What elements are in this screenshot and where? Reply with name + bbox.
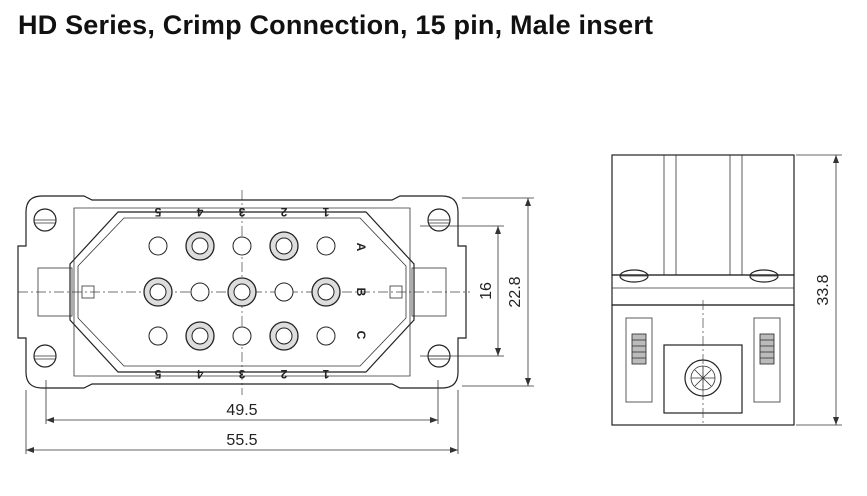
contact-pin — [232, 326, 252, 346]
row-label: B — [354, 288, 368, 297]
contact-pin — [148, 326, 168, 346]
column-label: 3 — [238, 205, 245, 219]
column-label: 4 — [196, 205, 203, 219]
dimension-vertical-inner: 16 — [478, 282, 495, 300]
screw-icon — [33, 208, 57, 232]
contact-pin — [274, 282, 294, 302]
screw-icon — [749, 269, 779, 283]
contact-pin — [143, 277, 173, 307]
contact-pin — [269, 231, 299, 261]
dimension-vertical-outer: 22.8 — [507, 276, 524, 307]
contact-pin — [316, 236, 336, 256]
column-label: 5 — [154, 205, 161, 219]
dimension-height: 33.8 — [815, 274, 832, 305]
page-title: HD Series, Crimp Connection, 15 pin, Mal… — [18, 10, 654, 40]
contact-pin — [227, 277, 257, 307]
contact-pin — [232, 236, 252, 256]
column-label: 1 — [322, 205, 329, 219]
front-view: 5 4 3 2 1 5 4 3 2 1 A B C 49.5 55.5 16 — [17, 190, 534, 454]
dimension-outer-width: 55.5 — [226, 432, 257, 449]
screw-icon — [619, 269, 649, 283]
row-label: A — [354, 243, 368, 252]
column-label: 5 — [154, 367, 161, 381]
contact-pin — [269, 321, 299, 351]
column-label: 2 — [280, 367, 287, 381]
column-label: 2 — [280, 205, 287, 219]
contact-pin — [185, 231, 215, 261]
contact-pin — [185, 321, 215, 351]
screw-icon — [33, 344, 57, 368]
contact-pin — [190, 282, 210, 302]
row-label: C — [354, 331, 368, 340]
contact-pin — [316, 326, 336, 346]
side-view: 33.8 — [611, 154, 842, 426]
dimension-inner-width: 49.5 — [226, 402, 257, 419]
column-label: 1 — [322, 367, 329, 381]
screw-icon — [427, 208, 451, 232]
column-label: 3 — [238, 367, 245, 381]
contact-pin — [148, 236, 168, 256]
contact-pin — [311, 277, 341, 307]
column-label: 4 — [196, 367, 203, 381]
